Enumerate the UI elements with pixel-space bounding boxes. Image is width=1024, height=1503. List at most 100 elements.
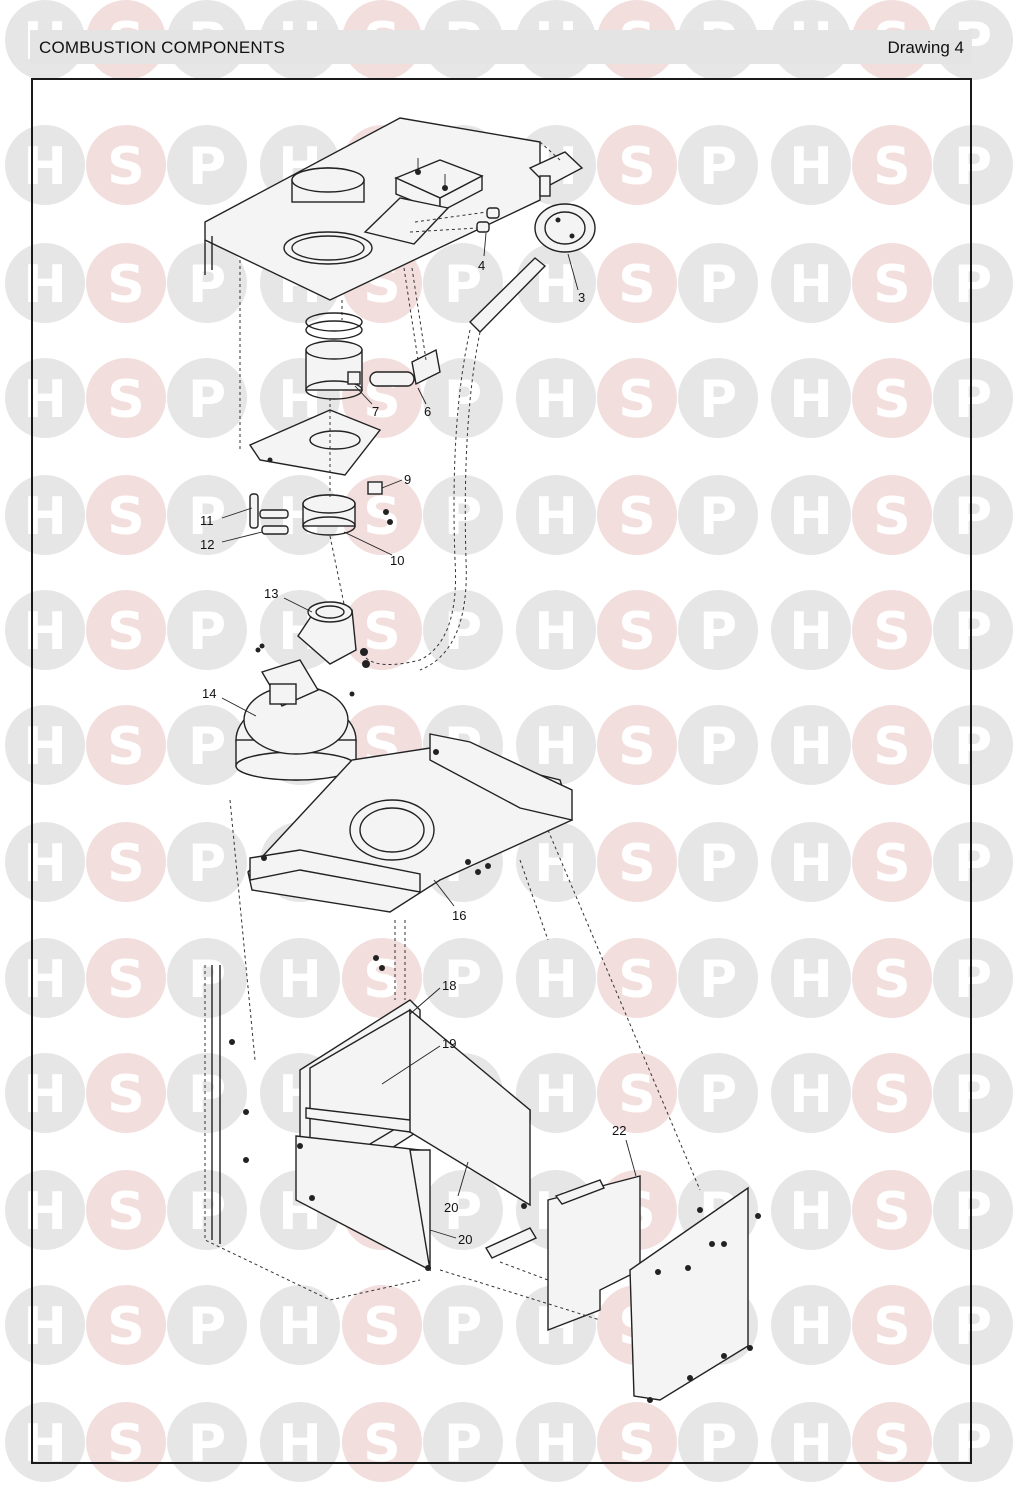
watermark-letter: S <box>618 1414 655 1474</box>
page-header: COMBUSTION COMPONENTS Drawing 4 <box>30 30 972 64</box>
watermark-circle <box>5 1170 85 1250</box>
watermark-letter: P <box>954 1414 992 1474</box>
watermark-letter: P <box>188 487 226 547</box>
watermark-circle <box>597 822 677 902</box>
watermark-circle <box>678 705 758 785</box>
watermark-circle <box>86 475 166 555</box>
watermark-letter: P <box>188 1414 226 1474</box>
watermark-circle <box>167 705 247 785</box>
watermark-letter: H <box>789 1297 833 1357</box>
watermark-letter: H <box>534 950 578 1010</box>
watermark-letter: S <box>618 834 655 894</box>
watermark-circle <box>86 1053 166 1133</box>
watermark-letter: H <box>534 717 578 777</box>
watermark-circle <box>5 938 85 1018</box>
watermark-letter: P <box>444 370 482 430</box>
watermark-circle <box>423 243 503 323</box>
watermark-circle <box>933 358 1013 438</box>
watermark-letter: S <box>618 255 655 315</box>
watermark-letter: S <box>107 1065 144 1125</box>
watermark-circle <box>516 705 596 785</box>
watermark-letter: P <box>699 602 737 662</box>
watermark-circle <box>86 705 166 785</box>
watermark-letter: P <box>444 487 482 547</box>
watermark-letter: H <box>23 950 67 1010</box>
watermark-circle <box>852 590 932 670</box>
watermark-letter: P <box>954 1297 992 1357</box>
drawing-number: Drawing 4 <box>887 38 964 57</box>
watermark-circle <box>342 475 422 555</box>
watermark-letter: H <box>789 950 833 1010</box>
watermark-circle <box>342 938 422 1018</box>
watermark-letter: S <box>107 487 144 547</box>
watermark-letter: S <box>618 370 655 430</box>
watermark-letter: H <box>23 1182 67 1242</box>
watermark-letter: H <box>278 1414 322 1474</box>
watermark-letter: H <box>23 370 67 430</box>
watermark-letter: S <box>873 137 910 197</box>
watermark-letter: S <box>363 487 400 547</box>
watermark-letter: S <box>107 137 144 197</box>
watermark-letter: S <box>107 255 144 315</box>
watermark-circle <box>5 822 85 902</box>
watermark-letter: P <box>699 1065 737 1125</box>
watermark-circle <box>86 243 166 323</box>
callout-12: 12 <box>200 537 214 552</box>
watermark-circle <box>852 125 932 205</box>
watermark-letter: P <box>954 1065 992 1125</box>
page-title: COMBUSTION COMPONENTS <box>39 38 285 57</box>
watermark-circle <box>167 358 247 438</box>
watermark-letter: S <box>618 717 655 777</box>
diagram-frame <box>31 78 972 1464</box>
watermark-circle <box>5 358 85 438</box>
watermark-circle <box>678 938 758 1018</box>
watermark-letter: H <box>534 602 578 662</box>
callout-18: 18 <box>442 978 456 993</box>
watermark-letter: S <box>618 137 655 197</box>
watermark-letter: H <box>23 255 67 315</box>
watermark-letter: P <box>699 834 737 894</box>
watermark-letter: P <box>699 717 737 777</box>
watermark-circle <box>516 475 596 555</box>
watermark-circle <box>852 475 932 555</box>
watermark-circle <box>5 1285 85 1365</box>
watermark-circle <box>5 705 85 785</box>
watermark-circle <box>423 1285 503 1365</box>
watermark-letter: P <box>188 255 226 315</box>
watermark-letter: H <box>23 602 67 662</box>
callout-20a: 20 <box>444 1200 458 1215</box>
part-14-fan: 14 <box>202 647 357 781</box>
callout-9: 9 <box>404 472 411 487</box>
callout-13: 13 <box>264 586 278 601</box>
watermark-letter: S <box>873 834 910 894</box>
watermark-circle <box>771 243 851 323</box>
case-side-panel <box>204 955 421 1301</box>
watermark-letter: H <box>534 834 578 894</box>
watermark-circle <box>771 705 851 785</box>
watermark-letter: P <box>954 717 992 777</box>
watermark-letter: H <box>23 717 67 777</box>
watermark-circle <box>5 125 85 205</box>
watermark-circle <box>167 1170 247 1250</box>
callout-19: 19 <box>442 1036 456 1051</box>
watermark-circle <box>597 1053 677 1133</box>
watermark-letter: P <box>444 602 482 662</box>
part-18-19-20-chamber: 18 19 20 20 <box>295 978 531 1272</box>
watermark-circle <box>852 938 932 1018</box>
watermark-letter: H <box>789 1065 833 1125</box>
watermark-circle <box>516 938 596 1018</box>
watermark-circle <box>852 1285 932 1365</box>
watermark-letter: P <box>954 602 992 662</box>
watermark-circle <box>86 938 166 1018</box>
watermark-circle <box>5 590 85 670</box>
callout-14: 14 <box>202 686 216 701</box>
watermark-letter: S <box>107 1414 144 1474</box>
watermark-letter: P <box>954 487 992 547</box>
watermark-letter: P <box>444 950 482 1010</box>
part-6-sampling-tube: 6 <box>369 348 441 419</box>
watermark-letter: S <box>363 1297 400 1357</box>
watermark-letter: P <box>188 717 226 777</box>
watermark-letter: S <box>873 1182 910 1242</box>
watermark-circle <box>597 475 677 555</box>
